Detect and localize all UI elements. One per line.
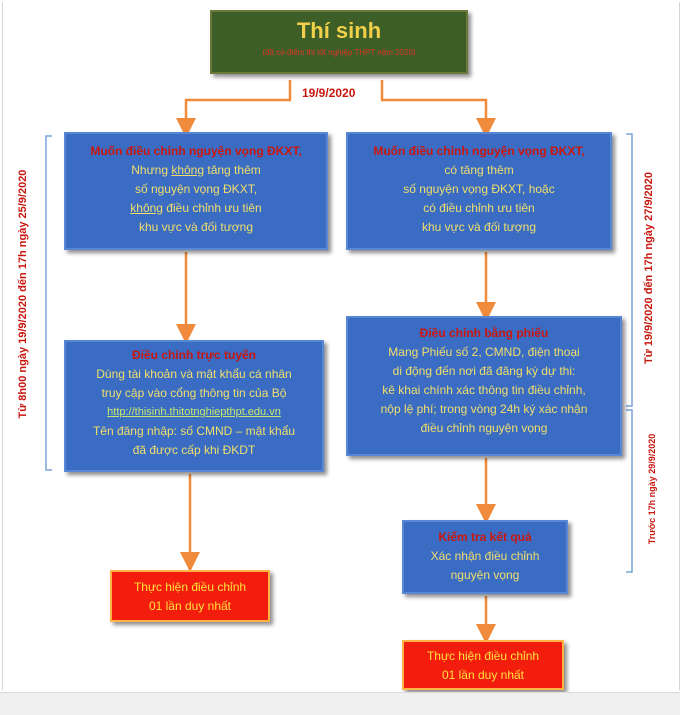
final-left-line1: Thực hiện điều chỉnh	[133, 580, 247, 594]
left-condition-line2: Nhưng không tăng thêm	[131, 163, 261, 177]
online-adjust-line3: truy cập vào cổng thông tin của Bộ	[101, 386, 287, 400]
paper-adjust-title: Điều chỉnh bằng phiếu	[419, 326, 549, 340]
bracket-right-bottom	[626, 409, 633, 573]
final-left-line2: 01 lần duy nhất	[148, 599, 232, 613]
left-condition-line4: không điều chỉnh ưu tiên	[130, 201, 262, 215]
right-condition-line3: số nguyện vọng ĐKXT, hoặc	[403, 182, 555, 196]
right-condition-line4: có điều chỉnh ưu tiên	[423, 201, 535, 215]
bracket-right-top	[626, 133, 633, 407]
side-label-left: Từ 8h00 ngày 19/9/2020 đến 17h ngày 25/9…	[17, 169, 29, 419]
left-condition-line5: khu vực và đối tượng	[139, 220, 253, 234]
side-label-right-bottom: Trước 17h ngày 29/9/2020	[647, 433, 657, 545]
paper-adjust-box: Điều chỉnh bằng phiếu Mang Phiếu số 2, C…	[346, 316, 622, 456]
left-condition-line3: số nguyện vọng ĐKXT,	[134, 182, 258, 196]
check-result-line2: Xác nhận điều chỉnh	[430, 549, 540, 563]
bracket-left	[45, 135, 52, 471]
paper-adjust-line3: di động đến nơi đã đăng ký dự thi:	[392, 364, 576, 378]
right-condition-title: Muốn điều chỉnh nguyện vọng ĐKXT,	[373, 144, 585, 158]
check-result-line3: nguyện vọng	[450, 568, 520, 582]
paper-adjust-line2: Mang Phiếu số 2, CMND, điện thoại	[388, 345, 580, 359]
check-result-box: Kiểm tra kết quả Xác nhận điều chỉnh ngu…	[402, 520, 568, 594]
left-condition-title: Muốn điều chỉnh nguyện vọng ĐKXT,	[90, 144, 302, 158]
side-label-right: Từ 19/9/2020 đến 17h ngày 27/9/2020	[643, 171, 655, 365]
arrow-top-right	[380, 80, 496, 138]
check-result-title: Kiểm tra kết quả	[438, 530, 532, 544]
left-condition-box: Muốn điều chỉnh nguyện vọng ĐKXT, Nhưng …	[64, 132, 328, 250]
top-candidate-box: Thí sinh (đã có điểm thi tốt nghiệp THPT…	[210, 10, 468, 74]
paper-adjust-line4: kê khai chính xác thông tin điều chỉnh,	[382, 383, 586, 397]
portal-link[interactable]: http://thisinh.thitotnghiepthpt.edu.vn	[107, 406, 281, 418]
final-right-line2: 01 lần duy nhất	[441, 668, 525, 682]
arrow-top-left	[176, 80, 292, 138]
top-subtitle: (đã có điểm thi tốt nghiệp THPT năm 2020…	[262, 48, 416, 57]
online-adjust-line2: Dùng tài khoản và mật khẩu cá nhân	[96, 367, 292, 381]
online-adjust-line5: Tên đăng nhập: số CMND – mật khẩu	[92, 424, 296, 438]
paper-adjust-line5: nộp lệ phí; trong vòng 24h ký xác nhận	[380, 402, 588, 416]
final-right-line1: Thực hiện điều chỉnh	[426, 649, 540, 663]
final-left-box: Thực hiện điều chỉnh 01 lần duy nhất	[110, 570, 270, 622]
top-title: Thí sinh	[296, 18, 382, 43]
right-condition-line5: khu vực và đối tượng	[422, 220, 536, 234]
right-condition-box: Muốn điều chỉnh nguyện vọng ĐKXT, có tăn…	[346, 132, 612, 250]
online-adjust-box: Điều chỉnh trực tuyến Dùng tài khoản và …	[64, 340, 324, 472]
paper-adjust-line6: điều chỉnh nguyện vọng	[420, 421, 548, 435]
right-condition-line2: có tăng thêm	[444, 163, 514, 177]
final-right-box: Thực hiện điều chỉnh 01 lần duy nhất	[402, 640, 564, 690]
online-adjust-line6: đã được cấp khi ĐKDT	[132, 443, 256, 457]
date-label: 19/9/2020	[302, 86, 356, 100]
online-adjust-title: Điều chỉnh trực tuyến	[131, 348, 257, 362]
bottom-bar	[0, 692, 680, 715]
